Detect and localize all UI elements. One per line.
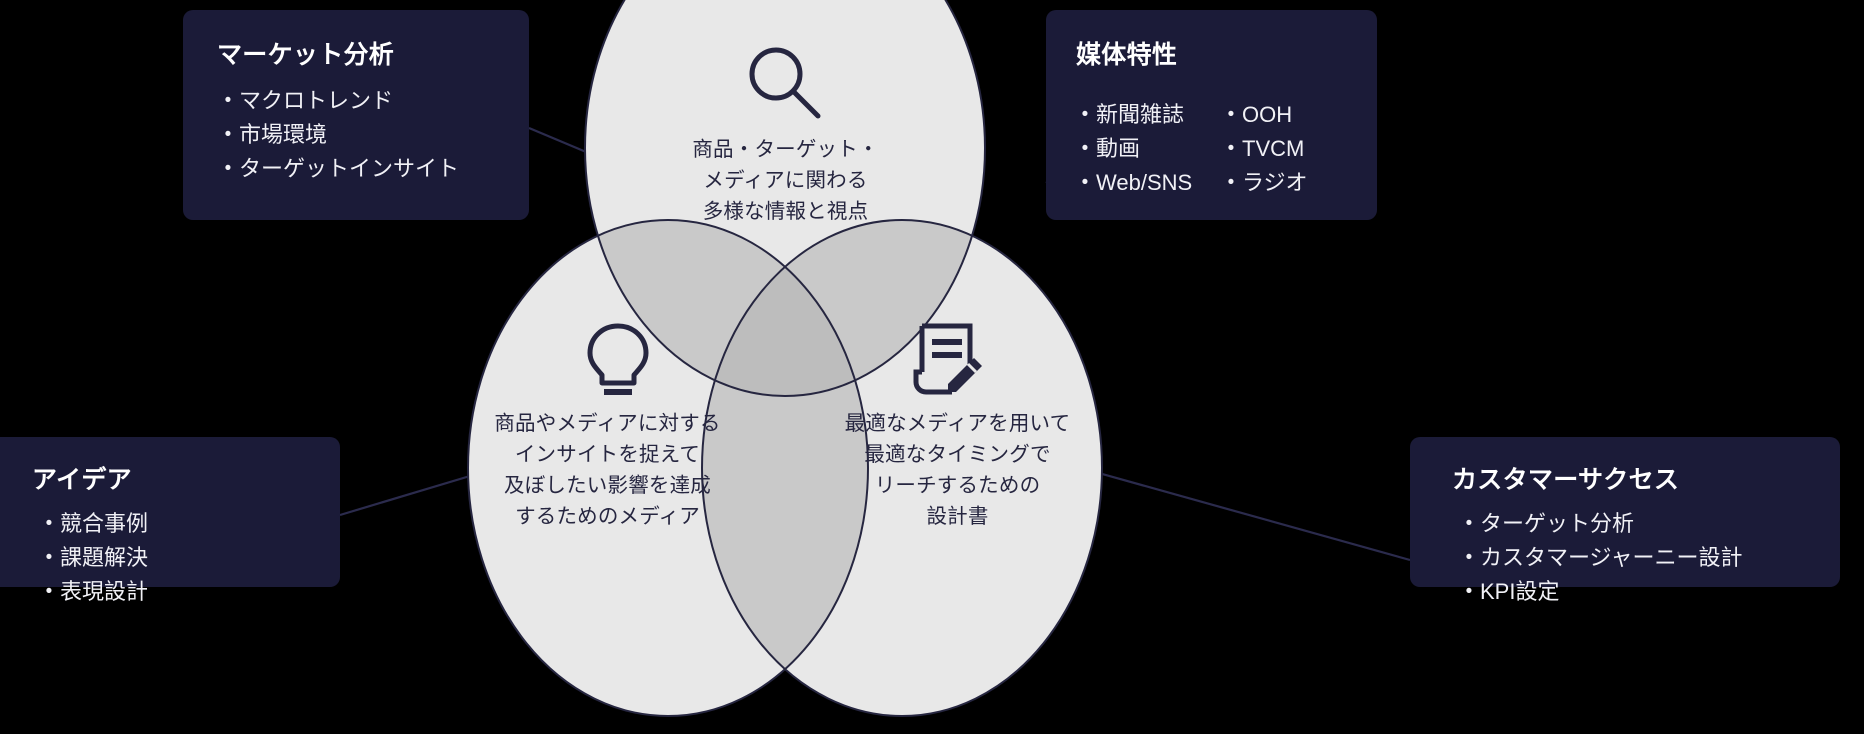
card-market-analysis-title: マーケット分析 (217, 41, 395, 69)
list-item-label: ターゲットインサイト (239, 156, 460, 181)
list-item-label: 新聞雑誌 (1096, 102, 1185, 127)
list-item-label: OOH (1242, 102, 1293, 127)
list-item-label: TVCM (1242, 136, 1305, 161)
list-item-label: 課題解決 (60, 545, 149, 570)
bullet-icon: • (224, 90, 232, 111)
list-item-label: カスタマージャーニー設計 (1480, 545, 1743, 570)
bullet-icon: • (224, 124, 232, 145)
card-media-characteristics[interactable]: 媒体特性 • 新聞雑誌 • 動画 • Web/SNS • OO (1046, 10, 1377, 220)
list-item: • 表現設計 (38, 575, 340, 609)
bullet-icon: • (1227, 104, 1235, 125)
list-item-label: ターゲット分析 (1480, 511, 1635, 536)
list-item-label: ラジオ (1242, 170, 1308, 195)
bullet-icon: • (1465, 547, 1473, 568)
bullet-icon: • (1465, 581, 1473, 602)
bullet-icon: • (1227, 172, 1235, 193)
card-media-characteristics-title: 媒体特性 (1076, 41, 1178, 69)
left-circle-line: 及ぼしたい影響を達成 (504, 474, 711, 497)
list-item-label: 表現設計 (60, 579, 149, 604)
card-idea-title: アイデア (32, 466, 132, 494)
card-customer-success-title: カスタマーサクセス (1452, 466, 1680, 494)
list-item-label: KPI設定 (1480, 579, 1560, 604)
list-item: • 新聞雑誌 (1074, 98, 1220, 132)
card-customer-success[interactable]: カスタマーサクセス • ターゲット分析 • カスタマージャーニー設計 • KPI… (1410, 437, 1840, 604)
list-item: • 市場環境 (217, 118, 529, 152)
search-icon (744, 44, 826, 131)
card-idea-list: • 競合事例 • 課題解決 • 表現設計 (38, 507, 340, 609)
list-item-label: 動画 (1096, 136, 1141, 161)
document-pencil-icon (908, 320, 988, 407)
right-circle-line: リーチするための (874, 474, 1041, 497)
list-item: • OOH (1220, 98, 1360, 132)
lightbulb-icon (580, 320, 656, 407)
venn-overlap-center (702, 220, 868, 396)
list-item: • ラジオ (1220, 166, 1360, 200)
top-circle-line: メディアに関わる (703, 169, 868, 192)
list-item: • TVCM (1220, 132, 1360, 166)
top-circle-line: 多様な情報と視点 (702, 200, 869, 223)
card-media-list-col1: • 新聞雑誌 • 動画 • Web/SNS (1074, 98, 1220, 200)
left-circle-line: インサイトを捉えて (514, 443, 701, 466)
right-circle-line: 最適なメディアを用いて (844, 412, 1071, 435)
card-market-analysis[interactable]: マーケット分析 • マクロトレンド • 市場環境 • ターゲットインサイト (183, 10, 529, 220)
left-circle-line: するためのメディア (515, 505, 700, 528)
list-item: • マクロトレンド (217, 84, 529, 118)
list-item: • ターゲット分析 (1458, 507, 1840, 541)
bullet-icon: • (1081, 172, 1089, 193)
list-item: • KPI設定 (1458, 575, 1840, 609)
list-item-label: Web/SNS (1096, 170, 1193, 195)
card-media-list-col2: • OOH • TVCM • ラジオ (1220, 98, 1360, 200)
list-item-label: 競合事例 (60, 511, 149, 536)
bullet-icon: • (1227, 138, 1235, 159)
bullet-icon: • (45, 513, 53, 534)
card-idea[interactable]: アイデア • 競合事例 • 課題解決 • 表現設計 (0, 437, 340, 604)
list-item: • 動画 (1074, 132, 1220, 166)
list-item: • Web/SNS (1074, 166, 1220, 200)
list-item-label: 市場環境 (239, 122, 328, 147)
bullet-icon: • (45, 547, 53, 568)
top-circle-text: 商品・ターゲット・ メディアに関わる 多様な情報と視点 (633, 134, 938, 227)
list-item-label: マクロトレンド (239, 88, 394, 113)
left-circle-text: 商品やメディアに対する インサイトを捉えて 及ぼしたい影響を達成 するためのメデ… (455, 408, 760, 532)
list-item: • 課題解決 (38, 541, 340, 575)
top-circle-line: 商品・ターゲット・ (692, 138, 879, 161)
right-circle-line: 最適なタイミングで (864, 443, 1051, 466)
card-customer-success-list: • ターゲット分析 • カスタマージャーニー設計 • KPI設定 (1458, 507, 1840, 609)
list-item: • 競合事例 (38, 507, 340, 541)
bullet-icon: • (1081, 104, 1089, 125)
card-market-analysis-list: • マクロトレンド • 市場環境 • ターゲットインサイト (217, 84, 529, 186)
left-circle-line: 商品やメディアに対する (494, 412, 721, 435)
bullet-icon: • (45, 581, 53, 602)
right-circle-line: 設計書 (926, 505, 989, 528)
bullet-icon: • (224, 158, 232, 179)
right-circle-text: 最適なメディアを用いて 最適なタイミングで リーチするための 設計書 (805, 408, 1110, 532)
bullet-icon: • (1081, 138, 1089, 159)
list-item: • カスタマージャーニー設計 (1458, 541, 1840, 575)
list-item: • ターゲットインサイト (217, 152, 529, 186)
card-media-columns: • 新聞雑誌 • 動画 • Web/SNS • OOH • (1074, 84, 1377, 200)
bullet-icon: • (1465, 513, 1473, 534)
